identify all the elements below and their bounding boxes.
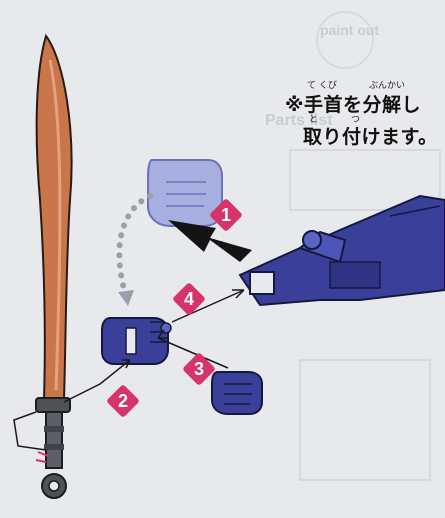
note-line-1-text: 手首を分解し	[303, 94, 421, 116]
dotted-transfer-arrow	[116, 193, 153, 299]
background-label-parts-list: Parts list	[265, 112, 333, 129]
note-line-2: 取り付けます。	[303, 126, 438, 148]
click-mark	[35, 451, 49, 463]
hand-part-illustration	[101, 317, 172, 365]
step-number-2: 2	[117, 390, 128, 411]
ruby-tekubi: て くび	[307, 81, 337, 91]
small-fist-illustration	[211, 371, 263, 415]
ruby-bunkai: ぶんかい	[369, 81, 406, 91]
arm-wrist-illustration	[238, 194, 445, 307]
note-bullet: ※	[285, 94, 304, 116]
sword-illustration	[35, 33, 73, 499]
hilt-bracket-line	[13, 411, 47, 451]
step-number-3: 3	[193, 358, 204, 379]
assembly-lines	[63, 289, 245, 403]
step-number-4: 4	[183, 288, 194, 309]
step-marker-3: 3	[182, 352, 216, 386]
note-line-1: ※手首を分解し	[285, 90, 421, 117]
ruby-tsu: つ	[351, 115, 361, 125]
step-marker-1: 1	[209, 198, 243, 232]
step-marker-4: 4	[172, 282, 206, 316]
background-label-top: paint out	[320, 22, 380, 38]
step-marker-2: 2	[106, 384, 140, 418]
background-faint-shapes	[289, 11, 441, 481]
step-number-1: 1	[220, 204, 231, 225]
ruby-to: と	[309, 115, 319, 125]
removal-arrow	[168, 220, 252, 262]
